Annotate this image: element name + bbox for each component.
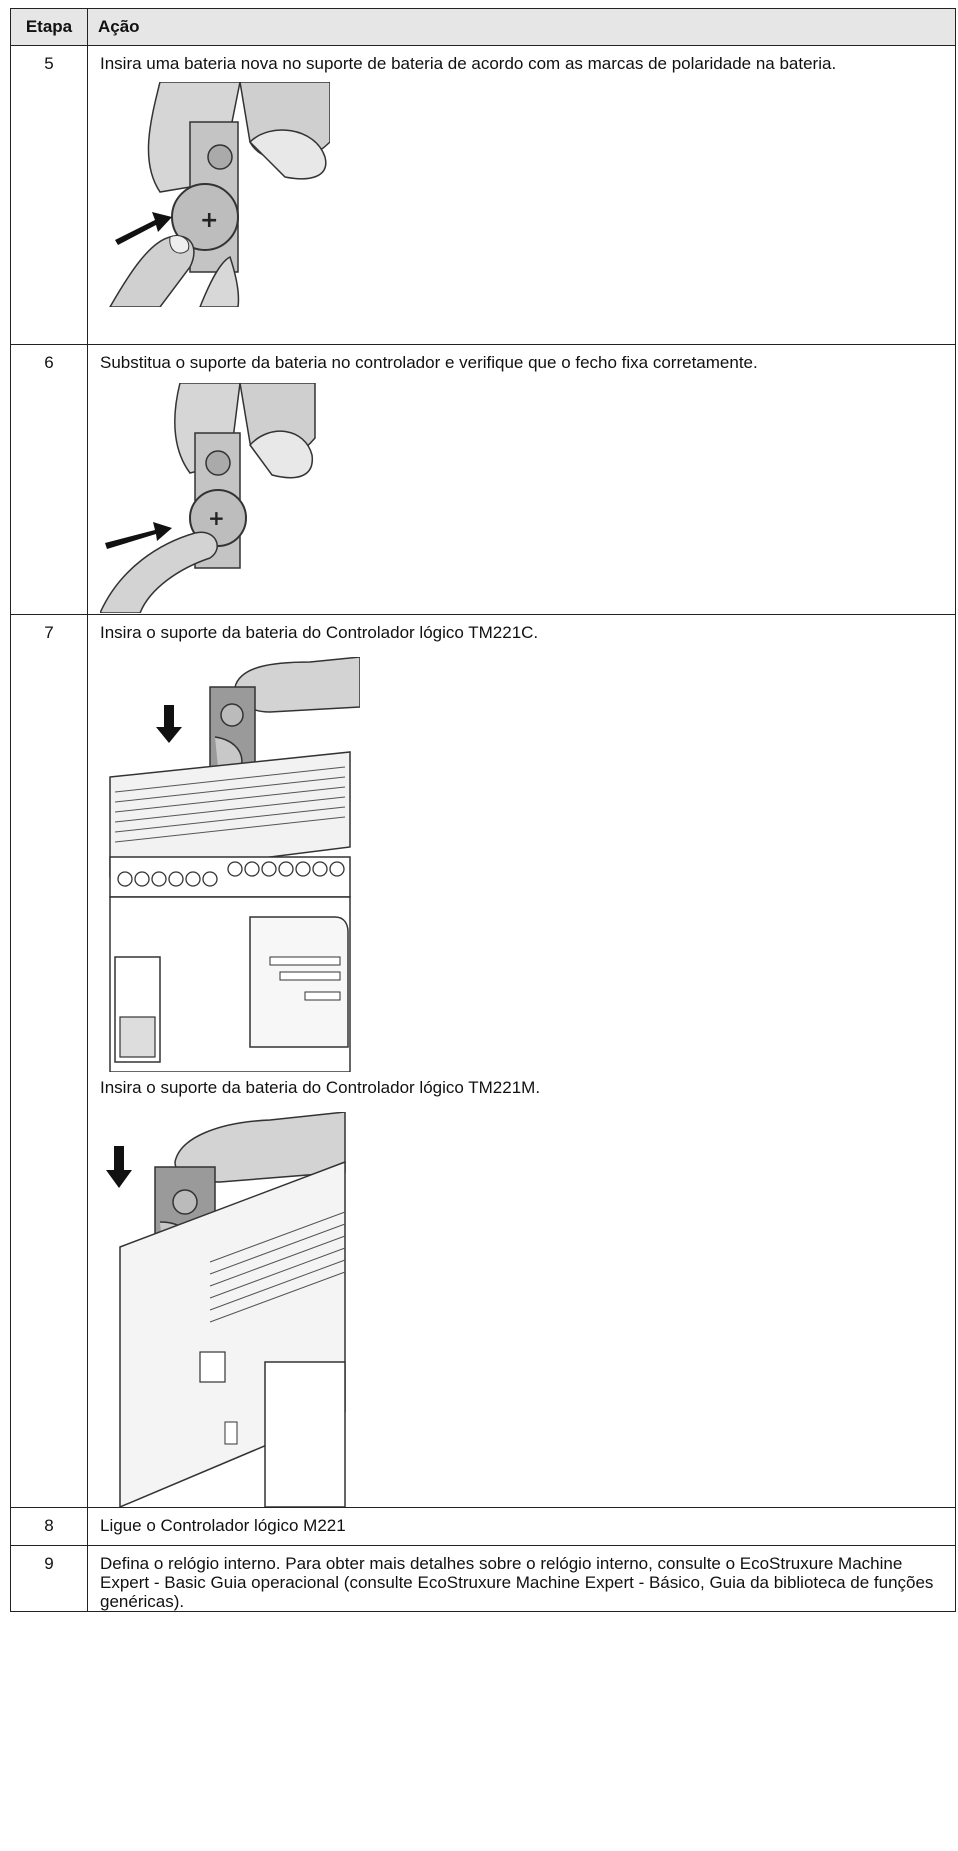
- table-row: 5 Insira uma bateria nova no suporte de …: [10, 45, 956, 345]
- table-header-row: Etapa Ação: [10, 8, 956, 46]
- header-step: Etapa: [10, 8, 88, 46]
- step-action: Ligue o Controlador lógico M221: [87, 1507, 956, 1546]
- svg-text:+: +: [200, 208, 218, 233]
- tm221m-controller-illustration: [106, 1112, 346, 1507]
- header-action: Ação: [87, 8, 956, 46]
- step-action: Insira o suporte da bateria do Controlad…: [87, 614, 956, 1508]
- table-row: 6 Substitua o suporte da bateria no cont…: [10, 344, 956, 615]
- table-row: 7 Insira o suporte da bateria do Control…: [10, 614, 956, 1508]
- step-number: 9: [10, 1545, 88, 1612]
- action-text: Insira uma bateria nova no suporte de ba…: [100, 54, 837, 73]
- step-action: Substitua o suporte da bateria no contro…: [87, 344, 956, 615]
- table-row: 9 Defina o relógio interno. Para obter m…: [10, 1545, 956, 1612]
- step-number: 5: [10, 45, 88, 345]
- battery-insert-illustration: +: [109, 82, 330, 307]
- step-number: 8: [10, 1507, 88, 1546]
- procedure-table: Etapa Ação 5 Insira uma bateria nova no …: [10, 8, 956, 1612]
- action-text: Ligue o Controlador lógico M221: [100, 1516, 346, 1535]
- battery-holder-replace-illustration: +: [100, 383, 316, 613]
- step-action: Insira uma bateria nova no suporte de ba…: [87, 45, 956, 345]
- table-row: 8 Ligue o Controlador lógico M221: [10, 1507, 956, 1546]
- tm221c-controller-illustration: [109, 657, 360, 1072]
- action-text-secondary: Insira o suporte da bateria do Controlad…: [100, 1078, 541, 1097]
- step-number: 6: [10, 344, 88, 615]
- step-number: 7: [10, 614, 88, 1508]
- action-text: Insira o suporte da bateria do Controlad…: [100, 623, 539, 642]
- action-text: Defina o relógio interno. Para obter mai…: [100, 1554, 934, 1611]
- step-action: Defina o relógio interno. Para obter mai…: [87, 1545, 956, 1612]
- action-text: Substitua o suporte da bateria no contro…: [100, 353, 758, 372]
- svg-text:+: +: [208, 506, 225, 530]
